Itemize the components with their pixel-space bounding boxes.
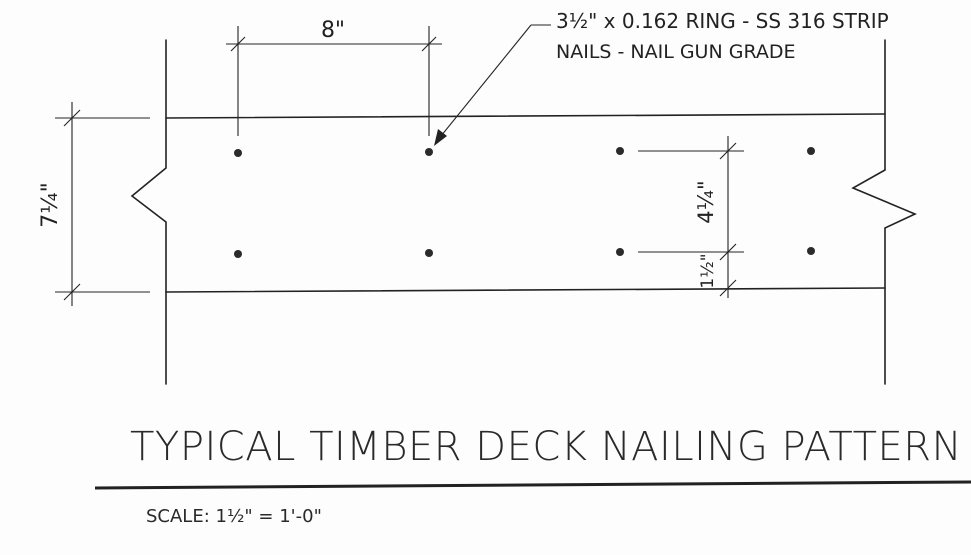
nail-spacing-dimension: 8" bbox=[226, 18, 442, 136]
board-top-edge bbox=[165, 113, 886, 119]
nail bbox=[616, 248, 624, 256]
nail bbox=[425, 148, 433, 156]
row-spacing-label: 4¼" bbox=[694, 180, 718, 223]
row-spacing-dimension: 4¼" 1½" bbox=[638, 136, 744, 298]
nail bbox=[234, 149, 242, 157]
arrowhead-icon bbox=[434, 129, 447, 146]
scale-label: SCALE: bbox=[146, 506, 210, 527]
nail-spacing-label: 8" bbox=[321, 18, 345, 43]
board-width-dimension: 7¼" bbox=[38, 102, 150, 306]
drawing-scale: SCALE: 1½" = 1'-0" bbox=[146, 506, 322, 527]
nail bbox=[807, 147, 815, 155]
board-width-label: 7¼" bbox=[38, 182, 63, 227]
nail-spec-note-line-1: 3½" x 0.162 RING - SS 316 STRIP bbox=[556, 9, 889, 33]
scale-value: 1½" = 1'-0" bbox=[215, 506, 322, 527]
nail bbox=[234, 250, 242, 258]
nail-callout-leader bbox=[434, 24, 551, 146]
left-break-line bbox=[130, 39, 167, 385]
edge-distance-label: 1½" bbox=[698, 253, 718, 288]
board-bottom-edge bbox=[165, 287, 886, 293]
nail bbox=[807, 247, 815, 255]
title-underline bbox=[94, 480, 971, 490]
nail bbox=[425, 249, 433, 257]
drawing-title: TYPICAL TIMBER DECK NAILING PATTERN bbox=[130, 424, 963, 470]
nail-spec-note-line-2: NAILS - NAIL GUN GRADE bbox=[556, 41, 796, 63]
right-break-line bbox=[851, 39, 917, 385]
nail bbox=[616, 147, 624, 155]
